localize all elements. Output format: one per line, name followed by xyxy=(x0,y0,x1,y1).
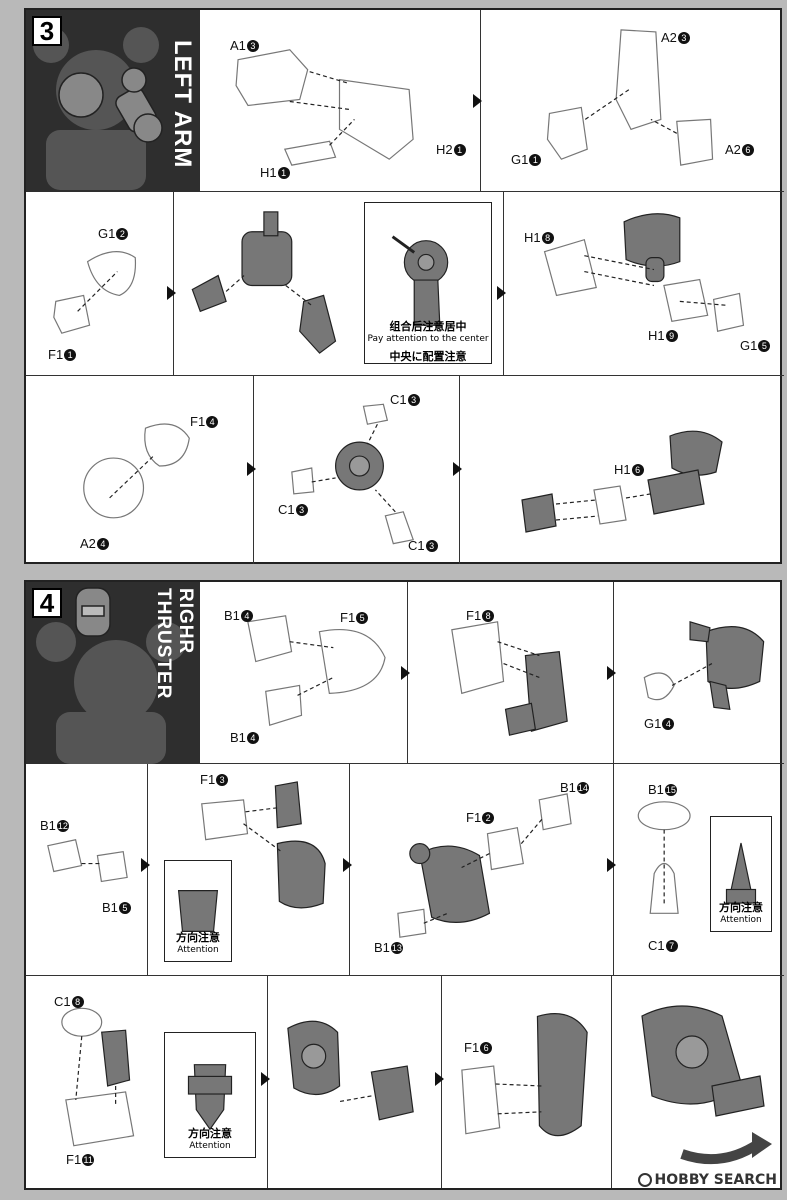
arrow-icon xyxy=(497,286,506,300)
arrow-icon xyxy=(343,858,352,872)
rotate-arrow-icon xyxy=(680,1139,761,1165)
step-4-banner: 4 RIGHR THRUSTER xyxy=(26,582,200,764)
arrow-icon xyxy=(401,666,410,680)
arrow-icon xyxy=(261,1072,270,1086)
robot-silhouette-icon xyxy=(36,587,186,764)
attention-note-box: 组合后注意居中 Pay attention to the center 中央に配… xyxy=(364,202,492,364)
arrow-icon xyxy=(141,858,150,872)
part-diagram xyxy=(637,801,691,914)
attention-note-box: 方向注意 Attention xyxy=(710,816,772,932)
part-diagram xyxy=(641,1005,772,1165)
step-title: LEFT ARM xyxy=(169,40,196,169)
orientation-icon xyxy=(177,890,219,932)
watermark: HOBBY SEARCH xyxy=(637,1172,777,1188)
part-diagram xyxy=(461,1013,588,1137)
part-diagram xyxy=(521,430,723,533)
part-diagram xyxy=(543,213,745,332)
part-diagram xyxy=(397,793,572,938)
step-4-panel-9 xyxy=(268,976,442,1188)
part-diagram xyxy=(235,49,414,166)
step-3-panel-4: 组合后注意居中 Pay attention to the center 中央に配… xyxy=(174,192,504,376)
arrow-icon xyxy=(167,286,176,300)
arrow-icon xyxy=(435,1072,444,1086)
attention-note-box: 方向注意 Attention xyxy=(164,1032,256,1158)
orientation-icon xyxy=(725,842,757,904)
step-title: RIGHR THRUSTER xyxy=(153,588,196,700)
arrow-icon xyxy=(607,858,616,872)
step-4-panel-11 xyxy=(612,976,784,1188)
part-diagram xyxy=(61,1007,135,1147)
part-diagram xyxy=(546,29,714,166)
joint-center-icon xyxy=(391,235,449,326)
part-diagram xyxy=(287,1020,414,1121)
step-number-badge: 3 xyxy=(32,16,62,46)
part-diagram xyxy=(643,620,765,710)
step-number-badge: 4 xyxy=(32,588,62,618)
arrow-icon xyxy=(247,462,256,476)
part-diagram xyxy=(191,211,337,354)
part-diagram xyxy=(47,839,128,883)
part-diagram xyxy=(201,781,326,909)
arrow-icon xyxy=(473,94,482,108)
part-diagram xyxy=(451,621,568,736)
part-diagram xyxy=(247,615,386,726)
arrow-icon xyxy=(453,462,462,476)
part-diagram xyxy=(53,251,137,334)
robot-silhouette-icon xyxy=(33,27,163,190)
attention-note-box: 方向注意 Attention xyxy=(164,860,232,962)
arrow-icon xyxy=(607,666,616,680)
orientation-icon xyxy=(187,1064,233,1131)
part-diagram xyxy=(291,403,415,545)
watermark-logo-icon xyxy=(637,1173,652,1187)
step-3-banner: 3 LEFT ARM xyxy=(26,10,200,192)
part-diagram xyxy=(83,423,190,519)
